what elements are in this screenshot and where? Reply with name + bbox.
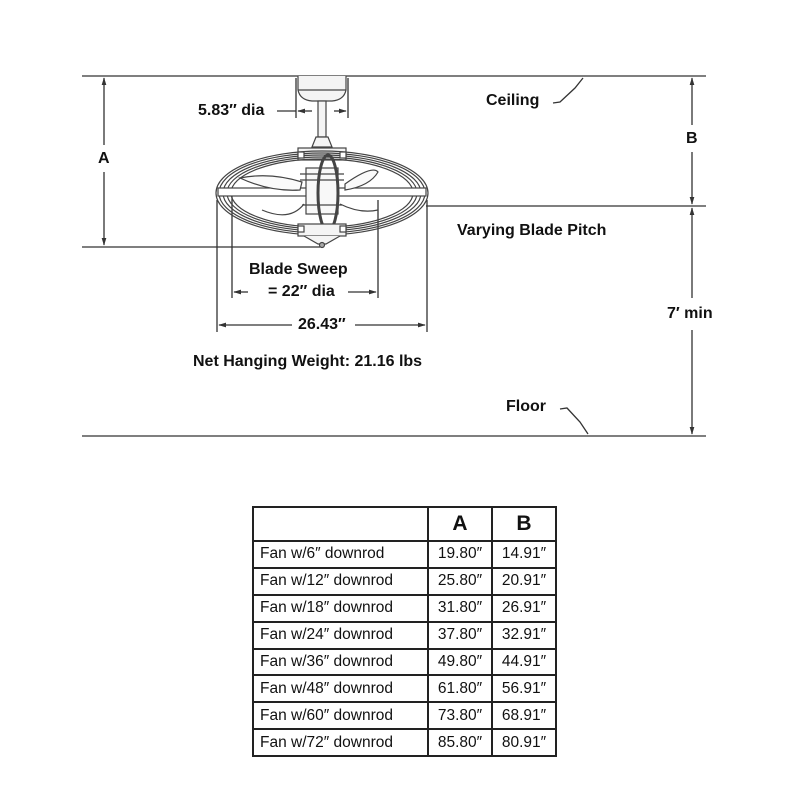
row-value-b: 32.91″ — [491, 620, 557, 650]
row-value-b: 20.91″ — [491, 566, 557, 596]
row-value-b: 44.91″ — [491, 647, 557, 677]
row-label: Fan w/36″ downrod — [252, 647, 429, 677]
blade-pitch-label: Varying Blade Pitch — [457, 222, 607, 239]
ceiling-leader — [552, 77, 584, 104]
table-header-row: A B — [252, 506, 557, 542]
dimension-b-label: B — [686, 130, 698, 147]
row-label: Fan w/60″ downrod — [252, 701, 429, 731]
row-label: Fan w/18″ downrod — [252, 593, 429, 623]
net-weight-label: Net Hanging Weight: 21.16 lbs — [193, 353, 423, 370]
row-label: Fan w/6″ downrod — [252, 540, 429, 569]
fan-downrod — [317, 100, 327, 138]
fan-blade-right — [344, 169, 379, 191]
row-value-a: 61.80″ — [427, 674, 493, 704]
table-header-a: A — [427, 506, 493, 542]
fan-blade-left — [238, 175, 303, 191]
floor-leader — [559, 407, 589, 435]
row-label: Fan w/72″ downrod — [252, 728, 429, 758]
row-label: Fan w/48″ downrod — [252, 674, 429, 704]
row-value-a: 37.80″ — [427, 620, 493, 650]
row-value-a: 73.80″ — [427, 701, 493, 731]
ceiling-fan-illustration — [215, 76, 429, 249]
row-value-b: 68.91″ — [491, 701, 557, 731]
blade-sweep-value: = 22″ dia — [268, 283, 335, 300]
canopy-diameter-label: 5.83″ dia — [198, 102, 265, 119]
row-value-a: 25.80″ — [427, 566, 493, 596]
fan-dimension-diagram: 5.83″ dia Ceiling A B Varying Blade Pitc… — [82, 75, 713, 437]
row-value-a: 85.80″ — [427, 728, 493, 758]
row-value-b: 56.91″ — [491, 674, 557, 704]
row-value-b: 26.91″ — [491, 593, 557, 623]
blade-sweep-label: Blade Sweep — [249, 261, 348, 278]
dimension-a-label: A — [98, 150, 110, 167]
table-header-blank — [252, 506, 429, 542]
floor-label: Floor — [506, 398, 546, 415]
row-value-a: 19.80″ — [427, 540, 493, 569]
row-value-a: 49.80″ — [427, 647, 493, 677]
row-label: Fan w/12″ downrod — [252, 566, 429, 596]
fan-motor — [305, 167, 339, 215]
fan-canopy — [297, 76, 347, 102]
diagram-drawing — [82, 75, 706, 437]
fan-top-housing — [311, 136, 333, 148]
row-label: Fan w/24″ downrod — [252, 620, 429, 650]
min-height-label: 7′ min — [667, 305, 713, 322]
row-value-b: 14.91″ — [491, 540, 557, 569]
table-header-b: B — [491, 506, 557, 542]
overall-width-label: 26.43″ — [298, 316, 346, 333]
row-value-b: 80.91″ — [491, 728, 557, 758]
row-value-a: 31.80″ — [427, 593, 493, 623]
ceiling-label: Ceiling — [486, 92, 540, 109]
fan-bottom-housing — [297, 223, 347, 237]
